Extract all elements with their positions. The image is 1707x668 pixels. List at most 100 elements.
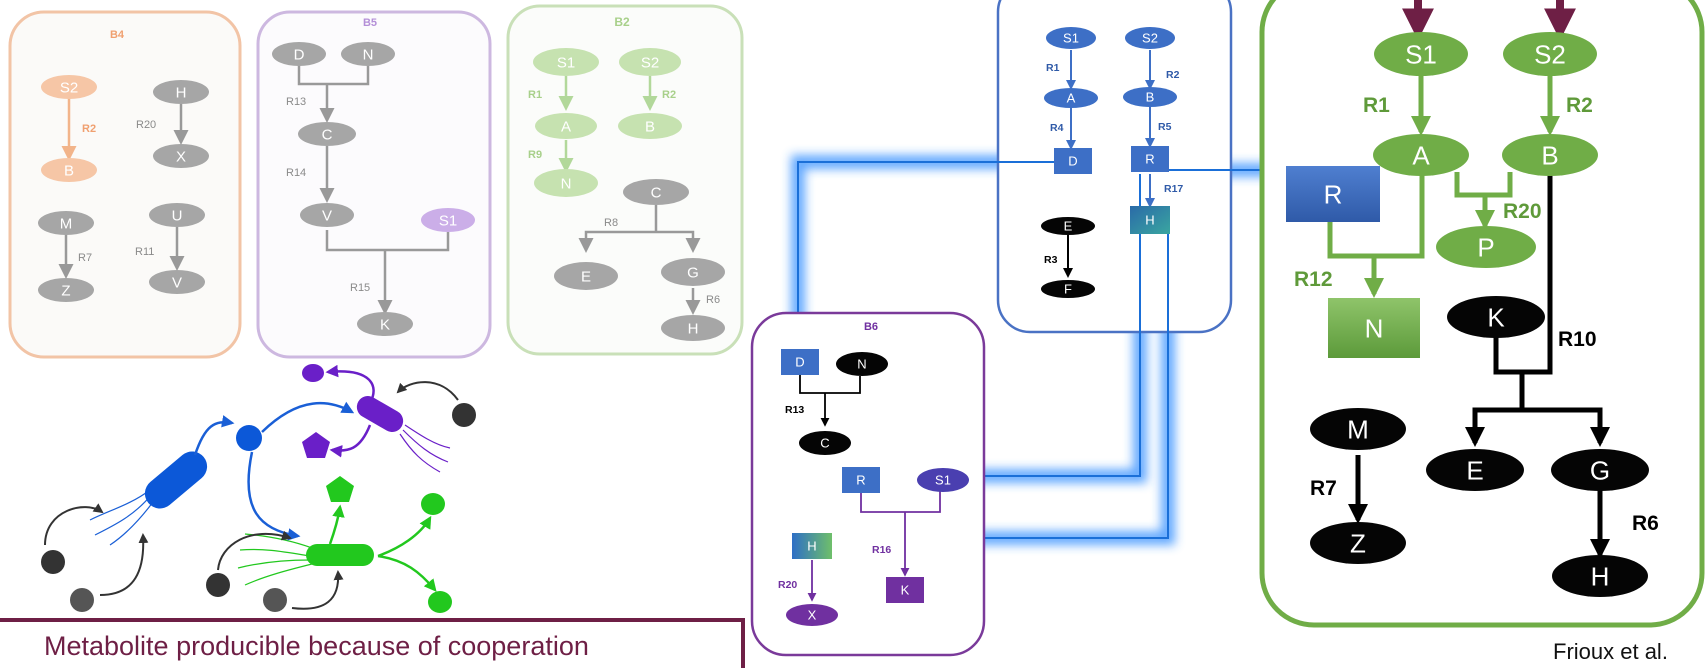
blue-box-reaction-r1: R1 [1046, 62, 1060, 74]
b2-reaction-r8: R8 [604, 217, 618, 229]
b4-node-z: Z [38, 278, 94, 302]
blue-box-node-d: D [1054, 148, 1092, 174]
b6-node-label: C [820, 436, 829, 451]
b2-node-label: E [581, 268, 591, 285]
b2-node-s2: S2 [619, 48, 681, 76]
b5-node-label: D [294, 46, 305, 63]
blue-box-reaction-r2: R2 [1166, 69, 1180, 81]
b4-reaction-r7: R7 [78, 252, 92, 264]
b5-reaction-r13: R13 [286, 96, 306, 108]
purple-pentagon-icon [302, 432, 330, 458]
green-metabolite-icon [421, 493, 445, 515]
b6-node-c: C [799, 431, 851, 455]
green-box-node-label: G [1590, 455, 1610, 485]
green-box-node-b: B [1502, 134, 1598, 176]
b2-node-a: A [535, 113, 597, 139]
blue-box-node-label: B [1146, 90, 1155, 105]
b6-node-label: N [857, 357, 866, 372]
b6-node-d: D [781, 349, 819, 375]
blue-box-node-s2: S2 [1125, 27, 1175, 49]
green-box-node-e: E [1426, 449, 1524, 491]
b4-node-label: M [60, 215, 73, 232]
b4-node-b: B [41, 158, 97, 182]
b6-reaction-r20: R20 [778, 579, 797, 591]
green-box-node-label: H [1591, 561, 1610, 591]
b6-node-k: K [886, 577, 924, 603]
b2-node-label: H [688, 320, 699, 337]
blue-box-reaction-r5: R5 [1158, 121, 1172, 133]
b6-node-label: S1 [935, 473, 951, 488]
green-box-node-label: M [1347, 414, 1369, 444]
b6-node-x: X [786, 604, 838, 626]
green-box-node-label: Z [1350, 528, 1366, 558]
blue-box-node-a: A [1044, 88, 1098, 108]
green-box-node-label: N [1365, 313, 1384, 343]
green-box-node-z: Z [1310, 522, 1406, 564]
blue-box-node-e: E [1041, 217, 1095, 235]
blue-box-node-label: S1 [1063, 31, 1079, 46]
green-box-node-s1: S1 [1374, 32, 1468, 76]
green-box-node-label: P [1477, 232, 1494, 262]
b5-node-c: C [298, 122, 356, 146]
green-box-node-label: R [1324, 179, 1343, 209]
blue-box-node-label: E [1064, 219, 1073, 234]
blue-box-node-f: F [1041, 280, 1095, 298]
b4-node-label: V [172, 274, 182, 291]
b2-node-label: S2 [641, 54, 659, 71]
b4-reaction-r2: R2 [82, 123, 96, 135]
b4-node-h: H [153, 80, 209, 104]
blue-box-node-label: S2 [1142, 31, 1158, 46]
green-box-reaction-r20: R20 [1503, 200, 1542, 223]
b5-reaction-r15: R15 [350, 282, 370, 294]
b2-node-e: E [554, 262, 618, 290]
blue-box-node-label: D [1068, 154, 1077, 169]
b6-node-label: X [808, 608, 817, 623]
purple-metabolite-icon [302, 364, 324, 382]
blue-bacterium [144, 451, 208, 509]
black-metabolite-icon [41, 550, 65, 574]
black-metabolite-icon [206, 573, 230, 597]
b6-reaction-r13: R13 [785, 404, 804, 416]
b4-node-label: X [176, 148, 186, 165]
blue-box-reaction-r17: R17 [1164, 183, 1183, 195]
blue-box-node-label: A [1067, 91, 1076, 106]
b4-node-v: V [149, 270, 205, 294]
b6-node-label: R [856, 473, 865, 488]
b6-node-label: K [901, 583, 910, 598]
green-box-node-n: N [1328, 298, 1420, 358]
black-metabolite-icon [263, 588, 287, 612]
b4-node-label: Z [61, 282, 70, 299]
box-b6-title: B6 [864, 321, 878, 333]
green-box-node-label: A [1412, 140, 1430, 170]
b5-node-v: V [300, 203, 354, 227]
b6-node-n: N [836, 352, 888, 376]
b5-node-d: D [272, 42, 326, 66]
b5-reaction-r14: R14 [286, 167, 306, 179]
b4-node-label: B [64, 162, 74, 179]
b4-reaction-r11: R11 [135, 246, 154, 258]
b5-node-label: S1 [439, 212, 457, 229]
b4-node-x: X [153, 144, 209, 168]
b2-node-label: C [651, 184, 662, 201]
blue-box-node-r: R [1131, 146, 1169, 172]
b4-node-u: U [149, 203, 205, 227]
box-b4-title: B4 [110, 29, 125, 41]
b2-node-label: S1 [557, 54, 575, 71]
blue-box-node-s1: S1 [1046, 27, 1096, 49]
blue-box-node-label: H [1145, 213, 1154, 228]
b6-reaction-r16: R16 [872, 544, 891, 556]
b5-node-label: V [322, 207, 332, 224]
caption-banner: Metabolite producible because of coopera… [0, 618, 745, 668]
b6-node-label: H [807, 539, 816, 554]
green-metabolite-icon [428, 591, 452, 613]
green-box-node-k: K [1447, 296, 1545, 338]
green-box-node-s2: S2 [1503, 32, 1597, 76]
green-box-reaction-r12: R12 [1294, 268, 1333, 291]
b2-reaction-r6: R6 [706, 294, 720, 306]
blue-metabolite-icon [236, 425, 262, 451]
b6-node-label: D [795, 355, 804, 370]
